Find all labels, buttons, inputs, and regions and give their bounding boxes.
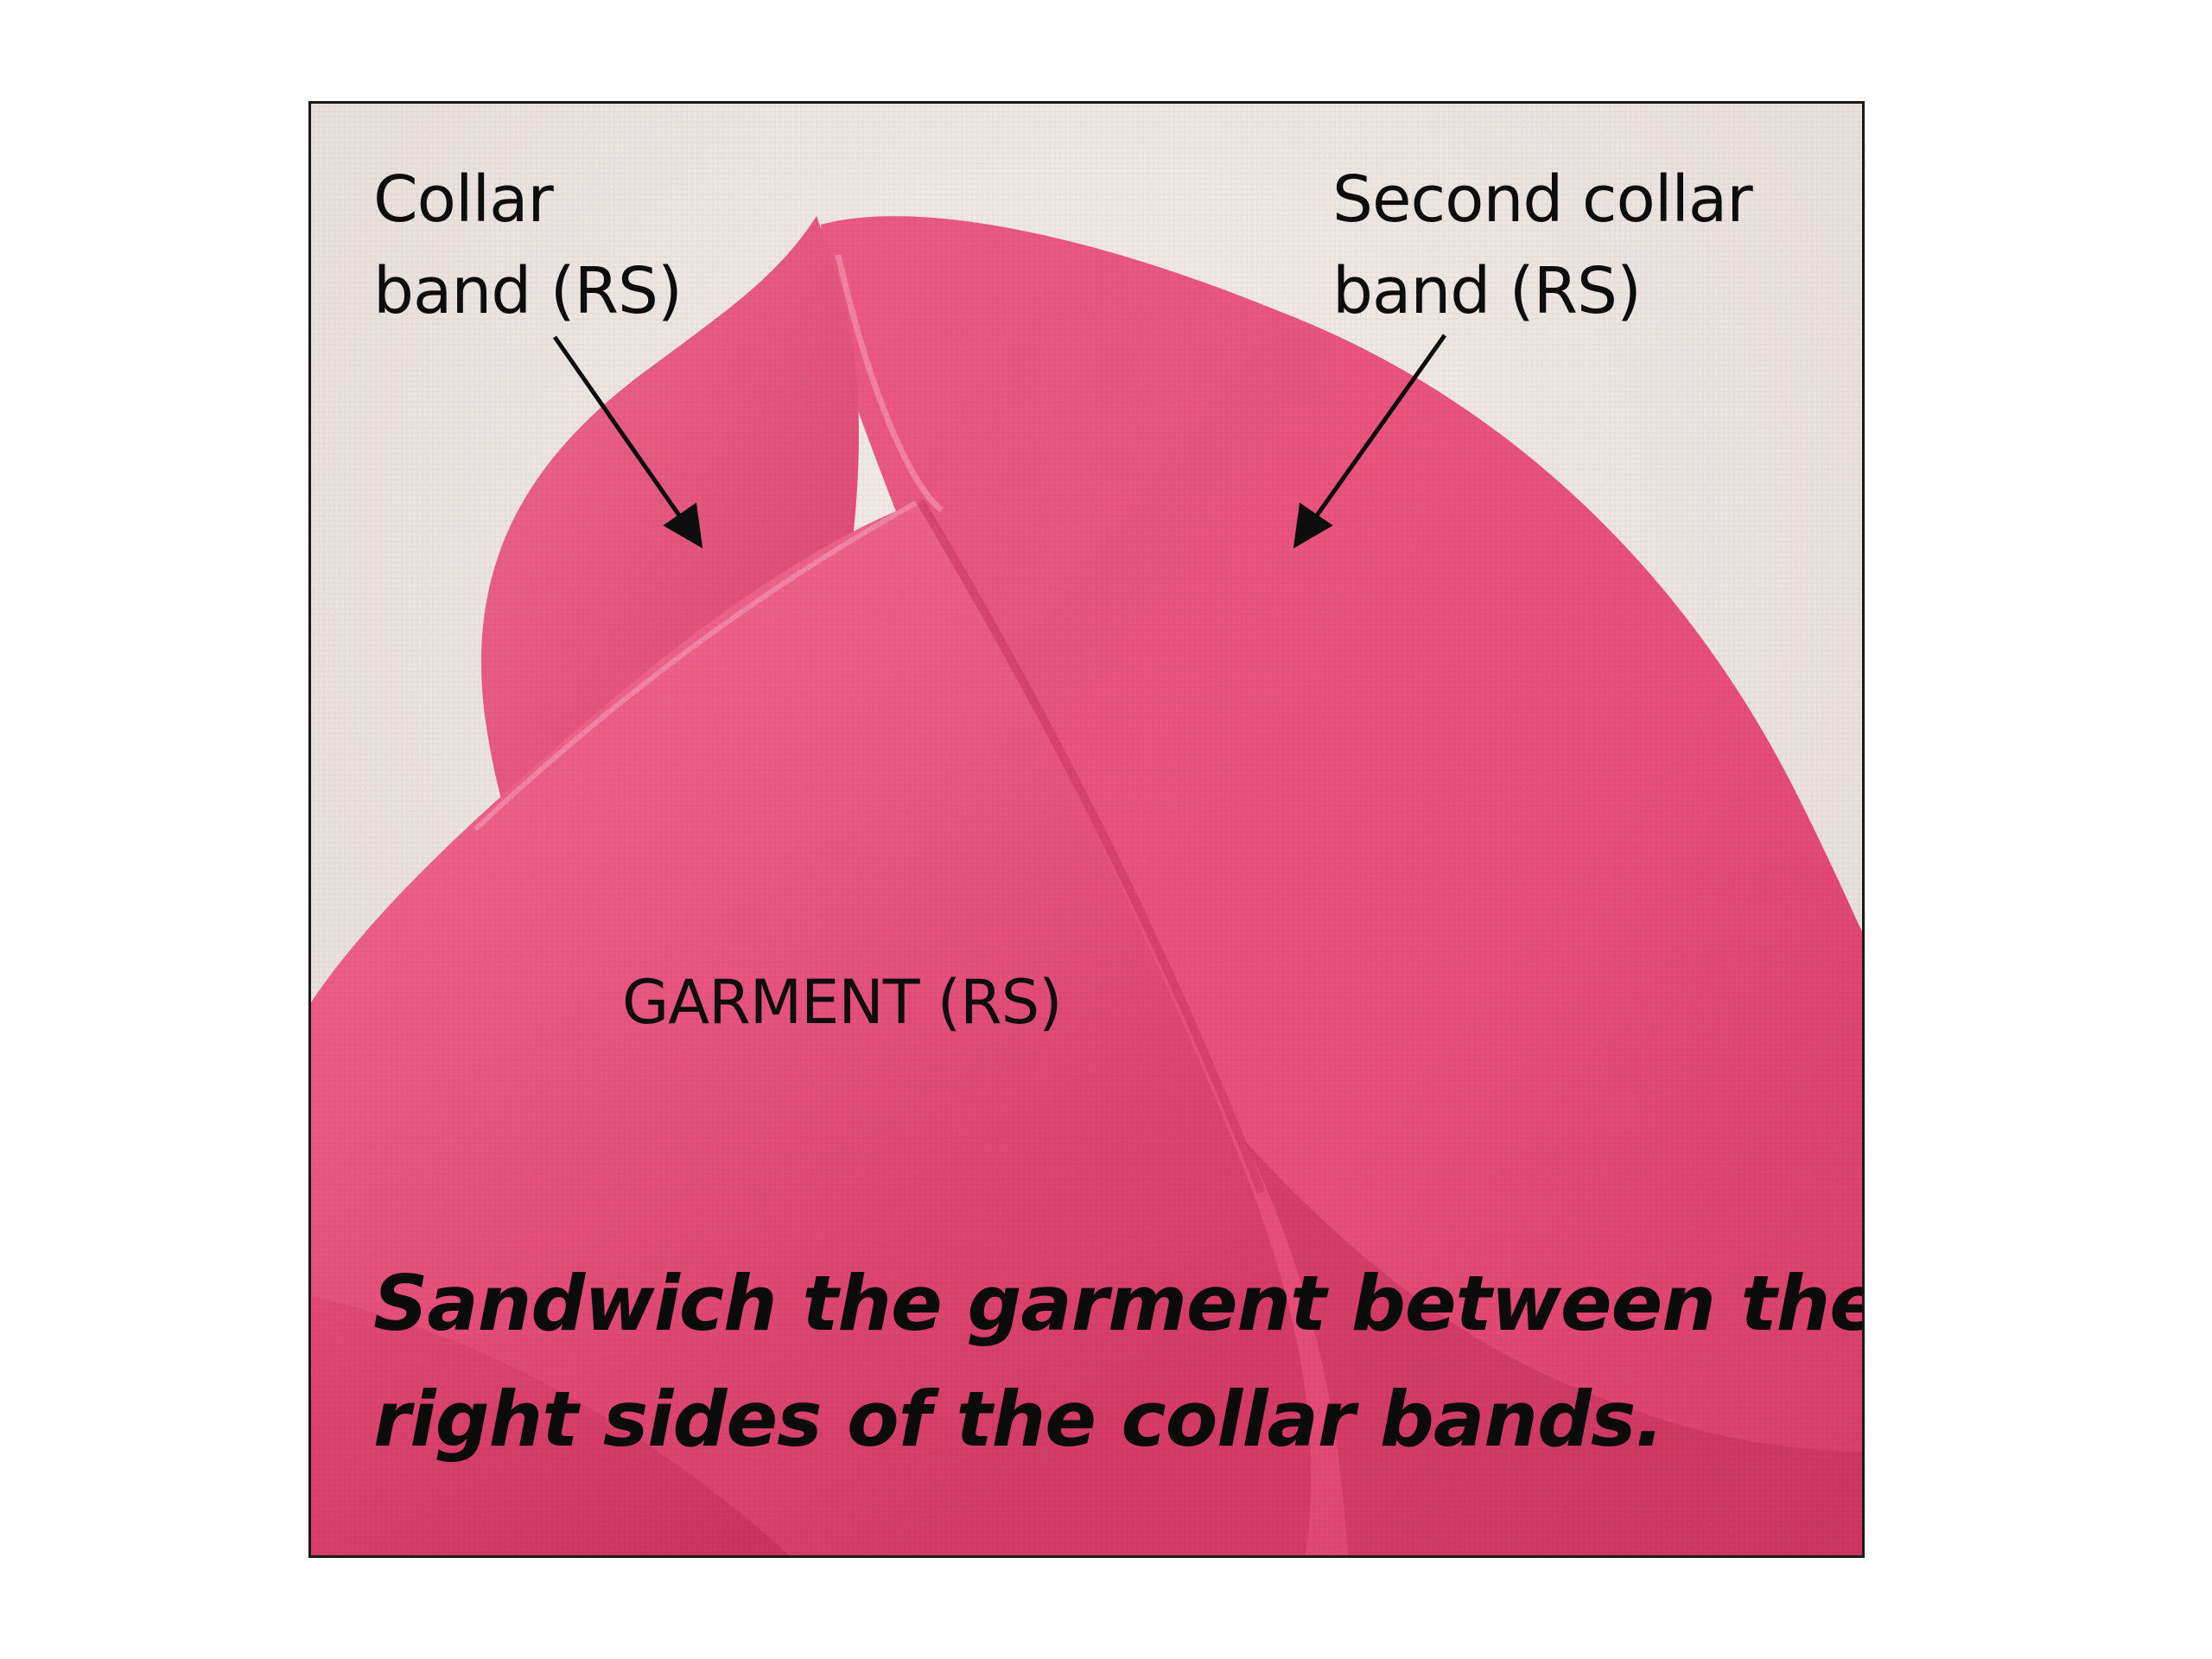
- caption: Sandwich the garment between the right s…: [373, 1246, 1865, 1478]
- garment-label: GARMENT (RS): [622, 967, 1062, 1038]
- second-collar-band-label: Second collar band (RS): [1332, 162, 1753, 328]
- weave-texture: [311, 104, 1862, 1555]
- photo: Collar band (RS) Second collar band (RS)…: [308, 101, 1865, 1558]
- caption-line-2: right sides of the collar bands.: [373, 1375, 1664, 1464]
- arrow-collar-band: [552, 335, 703, 549]
- fabric-illustration: [311, 104, 1862, 1555]
- caption-line-1: Sandwich the garment between the: [373, 1259, 1865, 1348]
- arrow-second-collar-band: [1293, 334, 1447, 549]
- collar-band-label: Collar band (RS): [373, 162, 683, 328]
